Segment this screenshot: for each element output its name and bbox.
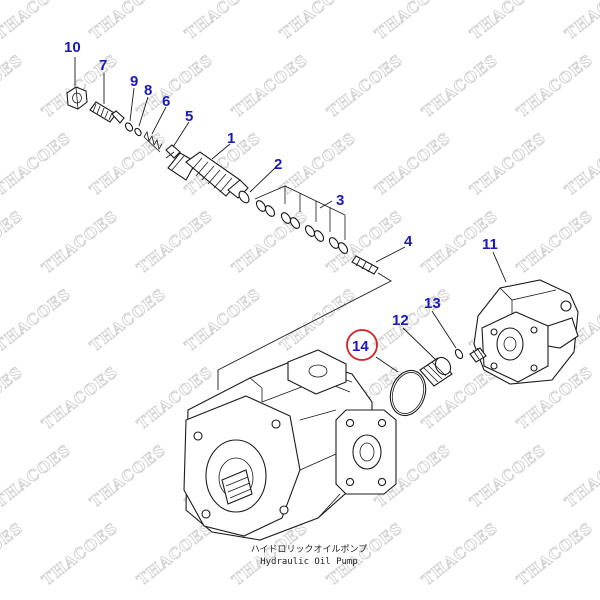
callout-11: 11 xyxy=(482,236,498,253)
highlight-circle xyxy=(346,329,378,361)
part-5-poppet xyxy=(165,144,181,159)
part-2-oring xyxy=(238,190,250,204)
watermark-text: THACOES xyxy=(0,0,74,43)
watermark-text: THACOES xyxy=(228,51,311,121)
callout-leaders xyxy=(74,57,507,373)
watermark-text: THACOES xyxy=(561,129,600,199)
leader-line-4 xyxy=(217,272,392,390)
caption-japanese: ハイドロリックオイルポンプ xyxy=(251,544,368,555)
watermark-text: THACOES xyxy=(0,51,26,121)
callout-14: 14 xyxy=(352,338,369,355)
watermark-text: THACOES xyxy=(181,0,264,43)
watermark-text: THACOES xyxy=(0,519,26,589)
watermark-text: THACOES xyxy=(181,285,264,355)
watermark-text: THACOES xyxy=(133,207,216,277)
part-12-coupling xyxy=(419,356,453,387)
watermark-text: THACOES xyxy=(0,129,74,199)
callout-12: 12 xyxy=(392,312,409,329)
watermark-text: THACOES xyxy=(276,0,359,43)
callout-5: 5 xyxy=(185,108,193,125)
watermark-text: THACOES xyxy=(86,285,169,355)
callout-10: 10 xyxy=(64,39,81,56)
watermark-text: THACOES xyxy=(0,285,74,355)
watermark-text: THACOES xyxy=(0,207,26,277)
watermark-text: THACOES xyxy=(418,519,501,589)
callout-9: 9 xyxy=(130,73,138,90)
watermark-text: THACOES xyxy=(561,441,600,511)
watermark-text: THACOES xyxy=(371,285,454,355)
watermark-text: THACOES xyxy=(371,129,454,199)
part-3-ring-set xyxy=(254,185,349,254)
watermark-text: THACOES xyxy=(513,519,596,589)
watermark-text: THACOES xyxy=(38,519,121,589)
watermark-text: THACOES xyxy=(323,51,406,121)
part-1-valve xyxy=(167,151,249,199)
watermark-text: THACOES xyxy=(466,129,549,199)
callout-13: 13 xyxy=(424,295,441,312)
watermark-text: THACOES xyxy=(466,441,549,511)
part-4-plunger xyxy=(351,255,379,275)
part-14-oring xyxy=(389,369,427,417)
callout-2: 2 xyxy=(274,156,282,173)
caption-english: Hydraulic Oil Pump xyxy=(260,557,358,567)
watermark-text: THACOES xyxy=(371,0,454,43)
part-11-gear-pump xyxy=(469,279,579,385)
watermark-text: THACOES xyxy=(38,207,121,277)
watermark-text: THACOES xyxy=(466,0,549,43)
watermark-text: THACOES xyxy=(133,519,216,589)
callout-7: 7 xyxy=(99,57,107,74)
callout-6: 6 xyxy=(162,93,170,110)
watermark-text: THACOES xyxy=(418,51,501,121)
watermark-text: THACOES xyxy=(276,129,359,199)
callout-1: 1 xyxy=(227,130,235,147)
part-6-spring xyxy=(143,130,163,153)
part-8-ring xyxy=(134,127,142,137)
watermark-text: THACOES xyxy=(86,129,169,199)
callout-3: 3 xyxy=(336,192,344,209)
watermark-text: THACOES xyxy=(38,363,121,433)
callout-4: 4 xyxy=(404,233,413,250)
watermark-text: THACOES xyxy=(0,441,74,511)
part-10-nut xyxy=(66,86,88,110)
callout-labels: 10 7 9 8 6 5 1 2 3 4 11 12 13 14 xyxy=(64,39,498,355)
watermark-text: THACOES xyxy=(513,207,596,277)
part-9-ring xyxy=(124,122,134,132)
part-7-screw xyxy=(89,101,125,124)
hydraulic-pump-body xyxy=(183,349,397,541)
callout-8: 8 xyxy=(144,82,152,99)
part-13-snap-ring xyxy=(454,348,464,360)
watermark-text: THACOES xyxy=(561,0,600,43)
watermark-text: THACOES xyxy=(86,0,169,43)
watermark-text: THACOES xyxy=(513,51,596,121)
watermark-text: THACOES xyxy=(228,207,311,277)
watermark-text: THACOES xyxy=(0,363,26,433)
watermark-text: THACOES xyxy=(86,441,169,511)
